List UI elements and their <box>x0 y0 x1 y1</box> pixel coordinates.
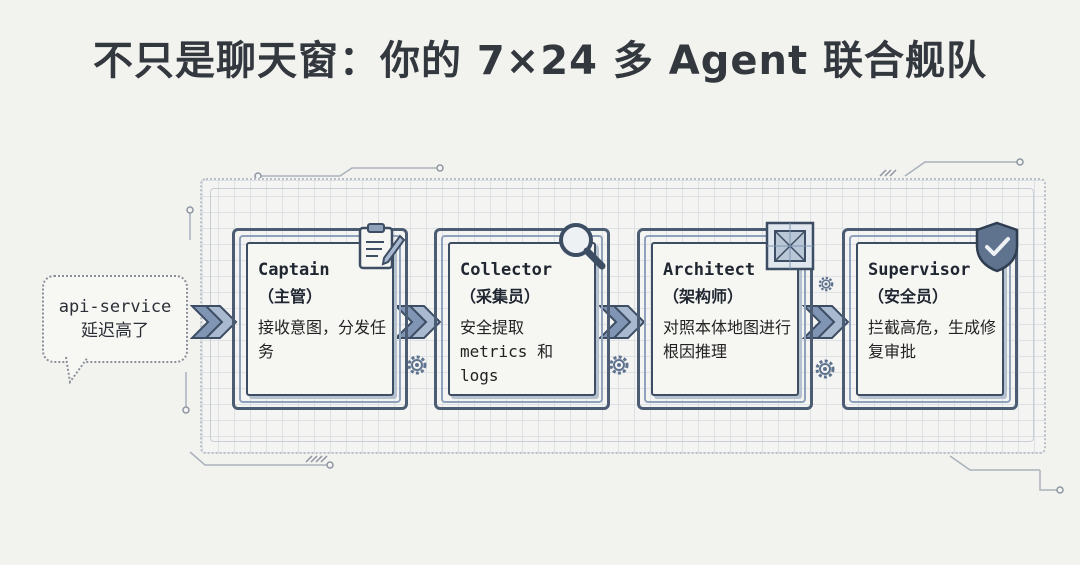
card-frame <box>232 228 408 410</box>
agent-card-collector: Collector （采集员） 安全提取 metrics 和 logs <box>434 228 610 410</box>
clipboard-icon <box>358 223 406 270</box>
agent-role: （架构师） <box>663 287 744 306</box>
gear-icon <box>407 355 427 375</box>
card-frame <box>644 235 806 403</box>
card-frame <box>239 235 401 403</box>
agent-description: 对照本体地图进行根因推理 <box>663 318 792 361</box>
bubble-tail <box>65 356 89 384</box>
shield-check-icon <box>975 221 1019 273</box>
agent-name: Architect <box>663 260 756 280</box>
card-frame <box>842 228 1018 410</box>
card-panel <box>856 242 1004 396</box>
agent-name: Supervisor <box>868 260 971 280</box>
input-message: 延迟高了 <box>81 321 149 341</box>
gear-icon <box>818 276 834 292</box>
agent-name: Captain <box>258 260 330 280</box>
card-frame <box>441 235 603 403</box>
agent-name: Collector <box>460 260 553 280</box>
arrow-icon-input-to-captain <box>190 305 238 339</box>
input-bubble: api-service 延迟高了 <box>42 275 188 363</box>
card-frame <box>434 228 610 410</box>
agent-card-supervisor: Supervisor （安全员） 拦截高危，生成修复审批 <box>842 228 1018 410</box>
agent-role: （主管） <box>258 287 323 306</box>
page-title: 不只是聊天窗：你的 7×24 多 Agent 联合舰队 <box>92 38 988 84</box>
agent-role: （采集员） <box>460 287 541 306</box>
card-frame <box>637 228 813 410</box>
blueprint-icon <box>765 221 815 271</box>
agent-role: （安全员） <box>868 287 949 306</box>
gear-icon <box>815 359 835 379</box>
magnifier-icon <box>559 223 606 270</box>
gear-icon <box>609 355 629 375</box>
agent-description: 安全提取 metrics 和 logs <box>460 318 554 385</box>
agent-description: 接收意图，分发任务 <box>258 318 387 361</box>
card-panel <box>448 242 596 396</box>
agent-description: 拦截高危，生成修复审批 <box>868 318 997 361</box>
card-frame <box>849 235 1011 403</box>
input-service-name: api-service <box>58 297 172 317</box>
